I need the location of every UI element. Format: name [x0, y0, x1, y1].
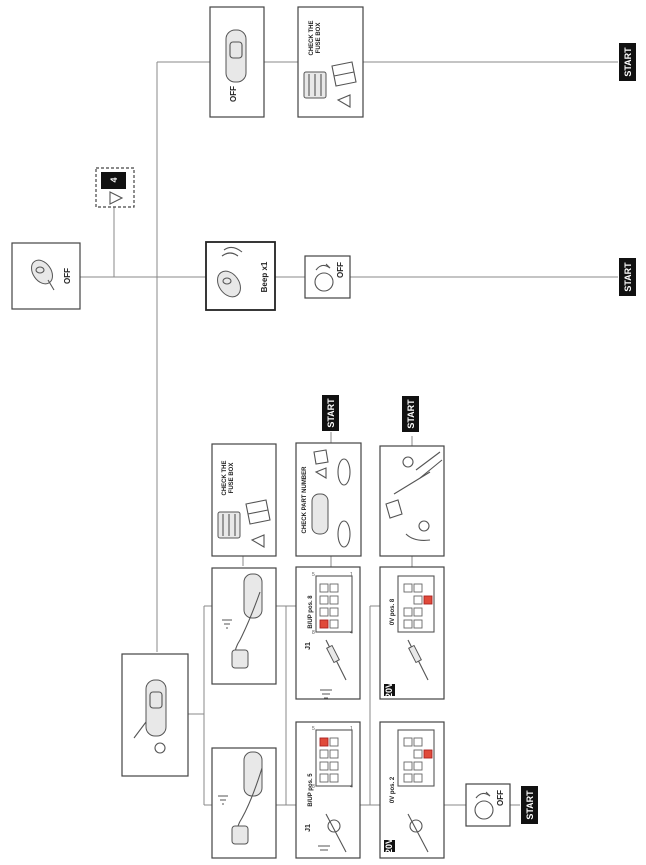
start-label: START	[326, 398, 336, 428]
ov-pos8-label: 0V pos. 8	[390, 598, 396, 625]
car-icon	[225, 29, 247, 83]
car-icon	[243, 751, 263, 797]
ground-icon	[218, 795, 228, 805]
key-fob-icon	[31, 259, 55, 291]
start-tag-repair: START	[402, 396, 419, 432]
meter-20v-label: 20V	[384, 682, 394, 698]
pin-1-label: 1	[350, 726, 353, 732]
start-label: START	[623, 262, 633, 292]
key-off-box: OFF	[11, 242, 81, 310]
ignition-off-box: OFF	[209, 6, 265, 118]
key-fob-icon	[337, 458, 351, 548]
ground-icon	[222, 619, 232, 629]
key-fob-icon	[217, 246, 243, 298]
ov-pos8-box: 0V pos. 8 20V	[379, 566, 445, 700]
ground-icon	[318, 845, 330, 851]
pin-8-label: 8	[312, 630, 315, 636]
ignition-key-icon	[314, 263, 334, 292]
start-tag-check-part: START	[322, 395, 339, 431]
beep-box: Beep x1	[205, 241, 276, 311]
car-icon	[243, 573, 263, 619]
pin-8-label: 8	[312, 784, 315, 790]
ignition-off-bottom: OFF	[465, 783, 511, 827]
connector-j1-label: J1	[305, 642, 312, 650]
start-label: START	[623, 47, 633, 77]
check-part-number-box: CHECK PART NUMBER	[295, 442, 362, 557]
manual-book-icon	[313, 449, 329, 465]
step-number: 4	[109, 177, 119, 182]
warning-triangle-icon	[336, 94, 351, 108]
bup-pos5-box: J1 B/UP pos. 5 4 1 8 5	[295, 721, 361, 859]
probe-car-box-upper	[211, 567, 277, 685]
bup-pos8-label: B/UP pos. 8	[308, 595, 314, 629]
car-open-door-box	[121, 653, 189, 777]
fuse-icon	[217, 511, 241, 539]
multimeter-probe-icon	[231, 649, 249, 669]
multimeter-probe-icon	[325, 639, 347, 681]
car-icon	[133, 679, 167, 754]
pin-5-label: 5	[312, 726, 315, 732]
multimeter-probe-icon	[231, 825, 249, 845]
flow-lines	[80, 61, 618, 806]
pin-5-label: 5	[312, 572, 315, 578]
check-fuse-box-bottom: CHECK THE FUSE BOX	[211, 443, 277, 557]
warning-triangle-icon	[109, 191, 124, 205]
screw-icon	[418, 520, 430, 532]
ov-pos2-label: 0V pos. 2	[390, 776, 396, 803]
multimeter-probe-icon	[407, 813, 429, 853]
start-tag-bottom: START	[521, 786, 538, 824]
pin-4-label: 4	[350, 630, 353, 636]
connector-8-pin-icon	[315, 729, 353, 787]
car-icon	[311, 493, 329, 535]
multimeter-probe-icon	[407, 639, 429, 681]
connector-8-pin-icon	[315, 575, 353, 633]
check-fuse-line1: CHECK THE	[222, 460, 228, 495]
repair-procedure-box	[379, 445, 445, 557]
meter-20v-label: 20V	[384, 838, 394, 854]
bup-pos8-box: J1 B/UP pos. 8 4 1 8 5	[295, 566, 361, 700]
step-4-box: 4	[95, 167, 135, 208]
check-fuse-line2: FUSE BOX	[229, 463, 235, 494]
check-fuse-box-top: CHECK THE FUSE BOX	[297, 6, 364, 118]
warning-triangle-icon	[314, 467, 327, 479]
check-fuse-line1: CHECK THE	[309, 20, 315, 55]
start-label: START	[525, 790, 535, 820]
connector-j1-label: J1	[305, 824, 312, 832]
screw-icon	[402, 456, 414, 468]
off-label-top: OFF	[229, 86, 238, 102]
check-fuse-line2: FUSE BOX	[316, 23, 322, 54]
connector-8-pin-icon	[397, 729, 435, 787]
warning-triangle-icon	[250, 534, 265, 548]
multimeter-probe-icon	[325, 813, 347, 853]
ignition-key-icon	[474, 791, 494, 820]
fuse-icon	[303, 71, 327, 99]
multimeter-20v: 20V	[384, 682, 395, 698]
manual-book-icon	[245, 499, 271, 525]
multimeter-20v: 20V	[384, 838, 395, 854]
probe-car-box-lower	[211, 747, 277, 859]
pin-4-label: 4	[350, 784, 353, 790]
check-part-number-label: CHECK PART NUMBER	[302, 466, 308, 534]
connector-8-pin-icon	[397, 575, 435, 633]
start-tag-top: START	[619, 43, 636, 81]
bup-pos5-label: B/UP pos. 5	[308, 773, 314, 807]
ignition-off-middle: OFF	[304, 255, 351, 299]
beep-label: Beep x1	[260, 261, 269, 292]
manual-book-icon	[331, 61, 357, 87]
off-label-bottom: OFF	[496, 790, 505, 806]
start-label: START	[406, 399, 416, 429]
manual-book-icon	[385, 499, 403, 519]
off-label: OFF	[63, 268, 72, 284]
off-label-mid: OFF	[336, 262, 345, 278]
start-tag-middle: START	[619, 258, 636, 296]
pin-1-label: 1	[350, 572, 353, 578]
ov-pos2-box: 0V pos. 2 20V	[379, 721, 445, 859]
ground-icon	[320, 689, 332, 699]
